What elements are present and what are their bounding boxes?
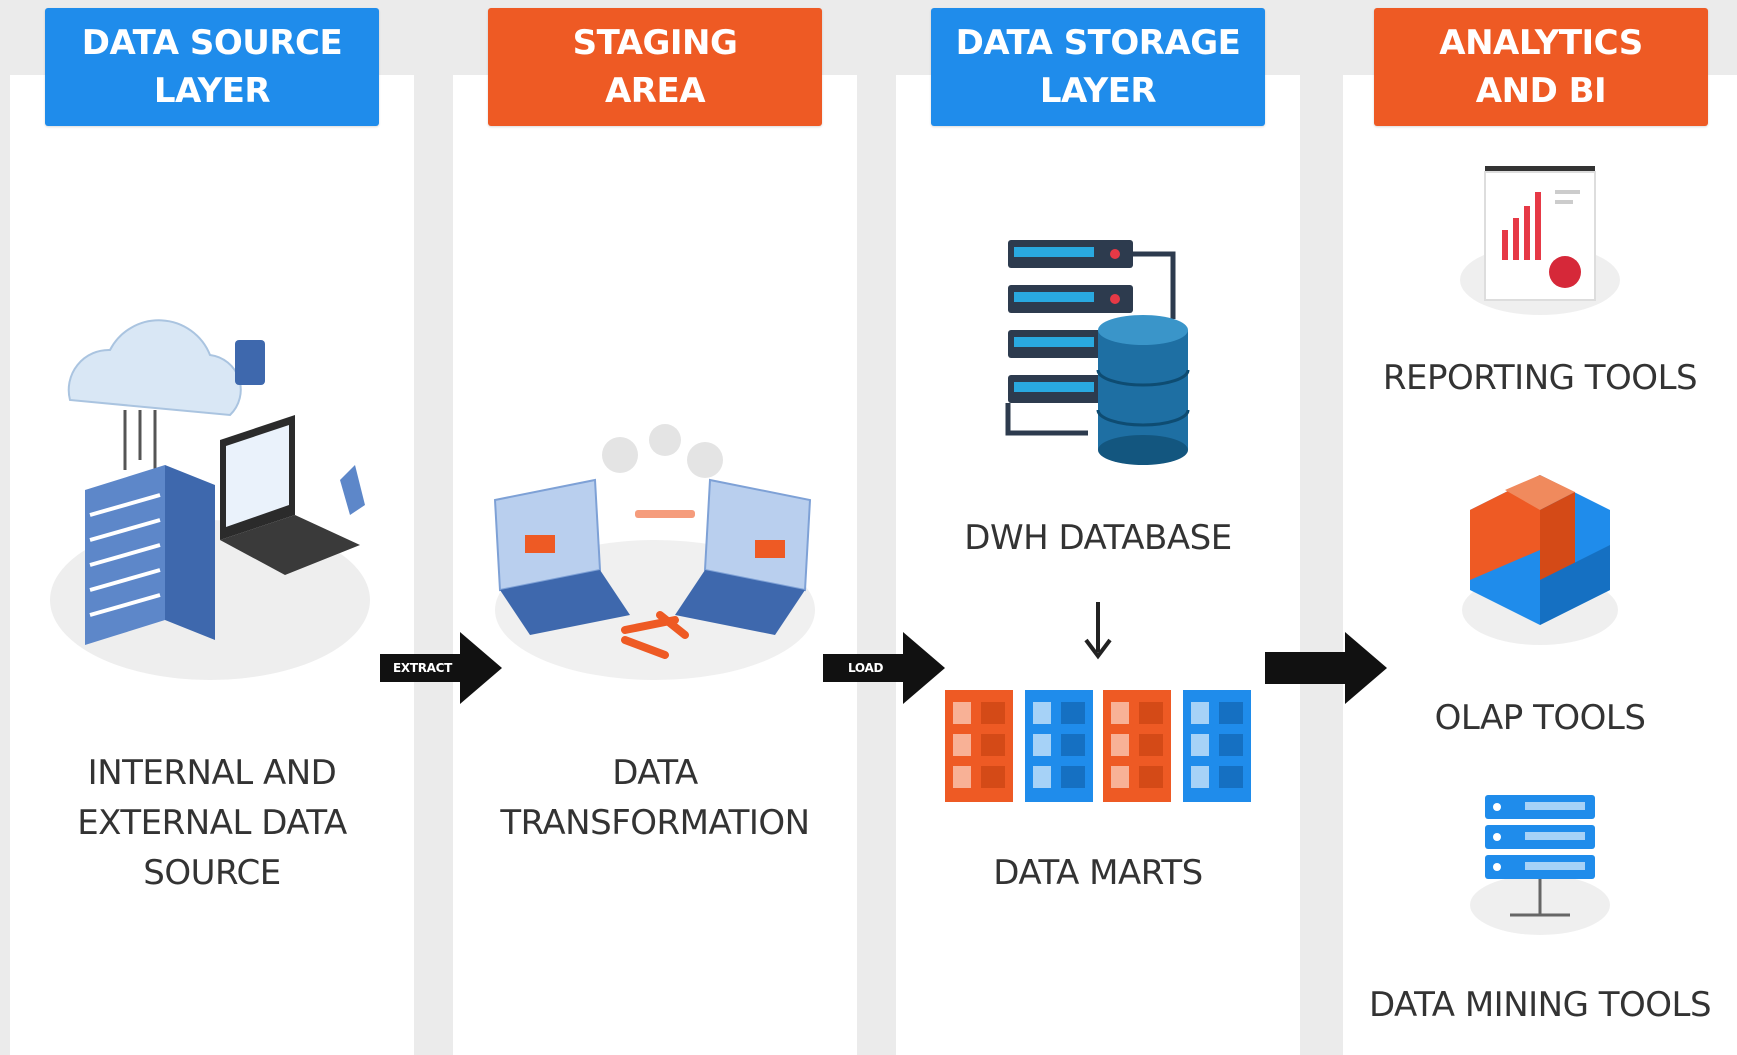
label-line: EXTERNAL DATA — [77, 803, 347, 843]
label-dwh-database: DWH DATABASE — [896, 513, 1300, 563]
load-arrow — [823, 632, 945, 704]
header-line: ANALYTICS — [1439, 23, 1643, 63]
analytics-arrow — [1265, 632, 1387, 704]
olap-cube-icon — [1462, 475, 1618, 645]
header-staging: STAGING AREA — [488, 8, 822, 126]
column-data-storage — [896, 75, 1300, 1055]
load-label: LOAD — [848, 661, 884, 675]
label-data-transformation: DATA TRANSFORMATION — [453, 748, 857, 848]
header-line: DATA STORAGE — [955, 23, 1241, 63]
label-internal-external-source: INTERNAL AND EXTERNAL DATA SOURCE — [10, 748, 414, 898]
header-line: DATA SOURCE — [81, 23, 343, 63]
extract-label: EXTRACT — [393, 661, 453, 675]
label-olap-tools: OLAP TOOLS — [1343, 693, 1737, 743]
label-line: SOURCE — [143, 853, 281, 893]
label-line: DWH DATABASE — [964, 518, 1232, 558]
label-line: DATA MINING TOOLS — [1368, 985, 1712, 1025]
data-transfer-laptops-icon — [493, 424, 815, 680]
label-line: DATA MARTS — [993, 853, 1203, 893]
down-arrow-icon — [1084, 602, 1112, 660]
report-chart-icon — [1460, 166, 1620, 315]
header-analytics: ANALYTICS AND BI — [1374, 8, 1708, 126]
header-line: LAYER — [153, 71, 271, 111]
extract-arrow — [380, 632, 502, 704]
label-line: OLAP TOOLS — [1434, 698, 1646, 738]
label-line: TRANSFORMATION — [500, 803, 810, 843]
header-data-source: DATA SOURCE LAYER — [45, 8, 379, 126]
label-line: DATA — [612, 753, 698, 793]
label-line: REPORTING TOOLS — [1382, 358, 1698, 398]
data-mining-server-icon — [1470, 795, 1610, 935]
header-line: AREA — [604, 71, 706, 111]
label-reporting-tools: REPORTING TOOLS — [1343, 353, 1737, 403]
database-server-icon — [1005, 240, 1190, 465]
label-data-mining-tools: DATA MINING TOOLS — [1343, 980, 1737, 1030]
header-line: STAGING — [572, 23, 738, 63]
header-line: AND BI — [1475, 71, 1607, 111]
label-data-marts: DATA MARTS — [896, 848, 1300, 898]
cloud-server-laptop-icon — [50, 319, 370, 680]
header-line: LAYER — [1039, 71, 1157, 111]
data-marts-icon — [945, 690, 1251, 802]
label-line: INTERNAL AND — [87, 753, 337, 793]
header-data-storage: DATA STORAGE LAYER — [931, 8, 1265, 126]
